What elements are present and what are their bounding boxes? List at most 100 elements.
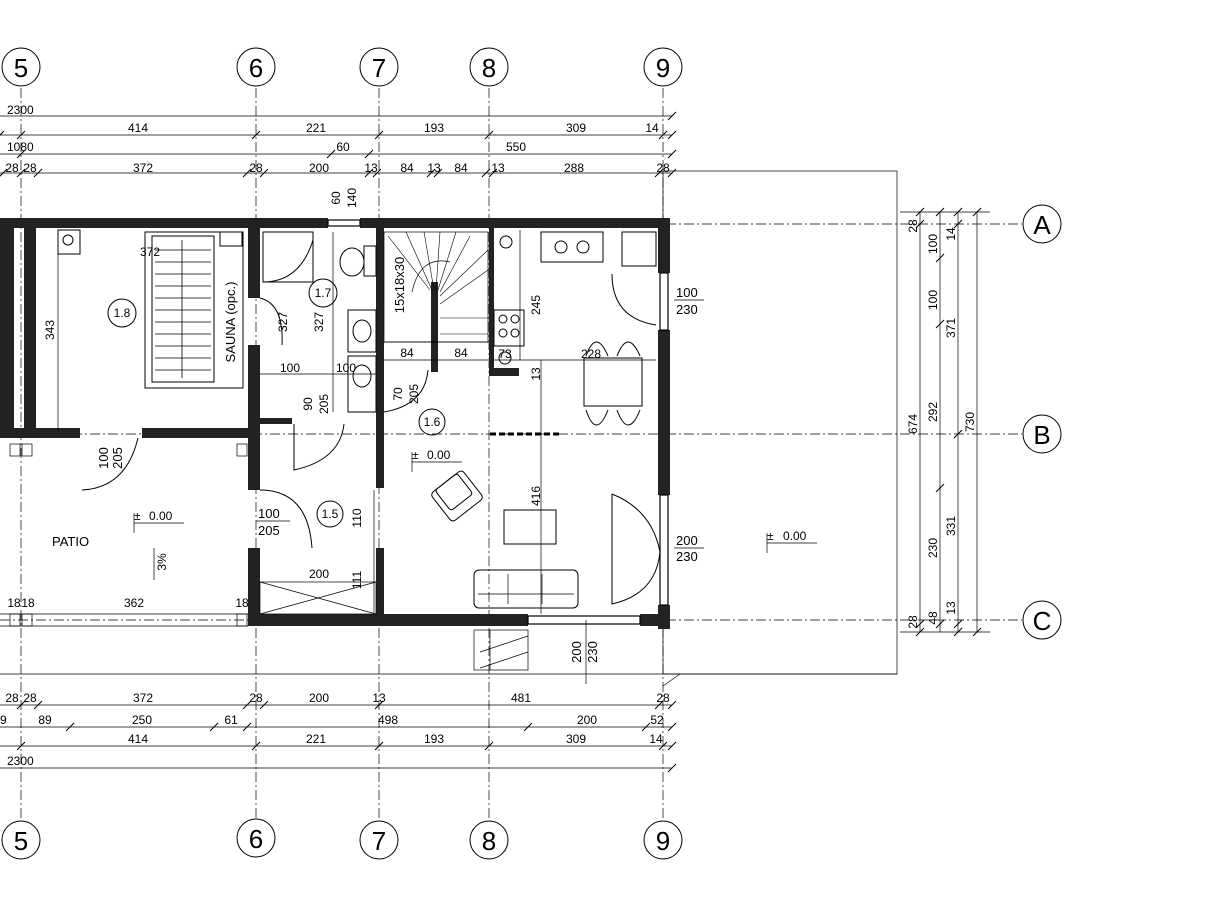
dim-bot-250: 250 bbox=[132, 713, 152, 727]
dim-bot-200: 200 bbox=[309, 691, 329, 705]
grid-lines bbox=[0, 88, 1022, 820]
bottom-dimension-lines bbox=[0, 704, 672, 769]
axis-bubble-8-top: 8 bbox=[469, 47, 509, 87]
top-dimension-lines bbox=[0, 115, 672, 174]
svg-text:0.00: 0.00 bbox=[149, 509, 173, 523]
dim-bot-498: 498 bbox=[378, 713, 398, 727]
svg-text:±: ± bbox=[412, 448, 419, 462]
dim-right-48: 48 bbox=[926, 611, 940, 625]
stair-door-swing bbox=[383, 369, 429, 413]
dim-top-28b: 28 bbox=[23, 161, 37, 175]
entry-door-swing bbox=[259, 489, 313, 549]
dim-416: 416 bbox=[529, 486, 543, 506]
dim-top-1080: 1080 bbox=[7, 140, 34, 154]
dim-372-bedroom: 372 bbox=[140, 245, 160, 259]
dim-right-100b: 100 bbox=[926, 290, 940, 310]
dim-top-60: 60 bbox=[336, 140, 350, 154]
dim-top-28a: 28 bbox=[5, 161, 19, 175]
svg-text:1.6: 1.6 bbox=[424, 415, 441, 429]
dim-84-b: 84 bbox=[454, 346, 468, 360]
svg-text:8: 8 bbox=[482, 53, 496, 83]
dim-right-371: 371 bbox=[944, 318, 958, 338]
dim-327-sauna: 327 bbox=[276, 312, 290, 332]
dim-right-100a: 100 bbox=[926, 234, 940, 254]
dim-bot-14: 14 bbox=[649, 732, 663, 746]
room-number-1-7: 1.7 bbox=[308, 278, 338, 308]
svg-text:B: B bbox=[1033, 420, 1050, 450]
dim-top-13a: 13 bbox=[364, 161, 378, 175]
axis-bubble-7-top: 7 bbox=[359, 47, 399, 87]
svg-text:1.8: 1.8 bbox=[114, 306, 131, 320]
entry-steps bbox=[473, 629, 529, 671]
dim-362: 362 bbox=[124, 596, 144, 610]
dim-111: 111 bbox=[350, 571, 364, 590]
dim-top-200: 200 bbox=[309, 161, 329, 175]
window-bottom-width: 200 bbox=[569, 641, 584, 663]
dim-bot-221: 221 bbox=[306, 732, 326, 746]
dim-245: 245 bbox=[529, 295, 543, 315]
patio-label: PATIO bbox=[52, 534, 89, 549]
dim-right-292: 292 bbox=[926, 402, 940, 422]
slope-label: 3% bbox=[155, 553, 169, 571]
window-kitchen-height: 230 bbox=[676, 302, 698, 317]
dim-73: 73 bbox=[498, 347, 512, 361]
svg-text:7: 7 bbox=[372, 53, 386, 83]
dim-327-bath: 327 bbox=[312, 312, 326, 332]
door-entry-width: 100 bbox=[258, 506, 280, 521]
axis-bubble-C: C bbox=[1022, 600, 1062, 640]
wardrobe bbox=[259, 581, 377, 615]
dim-right-28a: 28 bbox=[906, 219, 920, 233]
svg-text:1.5: 1.5 bbox=[322, 507, 339, 521]
svg-text:6: 6 bbox=[249, 824, 263, 854]
dim-right-230: 230 bbox=[926, 538, 940, 558]
staircase bbox=[383, 231, 489, 343]
svg-text:0.00: 0.00 bbox=[427, 448, 451, 462]
svg-text:6: 6 bbox=[249, 53, 263, 83]
axis-bubble-5-top: 5 bbox=[1, 47, 41, 87]
dim-right-674: 674 bbox=[906, 414, 920, 434]
dim-right-28b: 28 bbox=[906, 615, 920, 629]
dim-right-14: 14 bbox=[944, 227, 958, 241]
dim-18-c: 18 bbox=[235, 596, 249, 610]
bath-door-swing bbox=[293, 423, 345, 471]
patio-door-swing bbox=[81, 437, 139, 491]
dining-set bbox=[583, 341, 643, 426]
svg-text:1.7: 1.7 bbox=[315, 286, 332, 300]
dim-top-193: 193 bbox=[424, 121, 444, 135]
dim-bot-481: 481 bbox=[511, 691, 531, 705]
dim-343: 343 bbox=[43, 320, 57, 340]
dim-bot-193: 193 bbox=[424, 732, 444, 746]
dim-top-372: 372 bbox=[133, 161, 153, 175]
dim-bot-61: 61 bbox=[224, 713, 238, 727]
dim-top-28c: 28 bbox=[249, 161, 263, 175]
dim-18-a: 18 bbox=[7, 596, 21, 610]
top-dimension-ticks bbox=[0, 111, 677, 178]
patio-post-markers bbox=[9, 443, 248, 627]
window-living-height: 230 bbox=[676, 549, 698, 564]
dim-200-wardrobe: 200 bbox=[309, 567, 329, 581]
dim-top-total: 2300 bbox=[7, 103, 34, 117]
kitchen-fixtures bbox=[493, 230, 657, 365]
window-living-width: 200 bbox=[676, 533, 698, 548]
dim-bot-89: 89 bbox=[38, 713, 52, 727]
dim-110: 110 bbox=[350, 508, 364, 527]
axis-bubble-6-bottom: 6 bbox=[236, 818, 276, 858]
axis-bubble-7-bottom: 7 bbox=[359, 820, 399, 860]
door-entry-height: 205 bbox=[258, 523, 280, 538]
dim-100-a: 100 bbox=[280, 361, 300, 375]
axis-bubble-B: B bbox=[1022, 414, 1062, 454]
dim-right-730: 730 bbox=[963, 412, 977, 432]
dim-bot-52: 52 bbox=[650, 713, 664, 727]
door-patio-height: 205 bbox=[110, 447, 125, 469]
dim-bot-200b: 200 bbox=[577, 713, 597, 727]
svg-text:9: 9 bbox=[656, 826, 670, 856]
room-number-1-8: 1.8 bbox=[107, 298, 137, 328]
bottom-dimension-ticks bbox=[16, 700, 677, 773]
svg-text:±: ± bbox=[767, 529, 774, 543]
dim-bot-28c: 28 bbox=[249, 691, 263, 705]
stair-spec-label: 15x18x30 bbox=[392, 257, 407, 313]
svg-text:A: A bbox=[1033, 210, 1051, 240]
dim-bot-28d: 28 bbox=[656, 691, 670, 705]
svg-text:5: 5 bbox=[14, 53, 28, 83]
walls bbox=[0, 218, 670, 629]
